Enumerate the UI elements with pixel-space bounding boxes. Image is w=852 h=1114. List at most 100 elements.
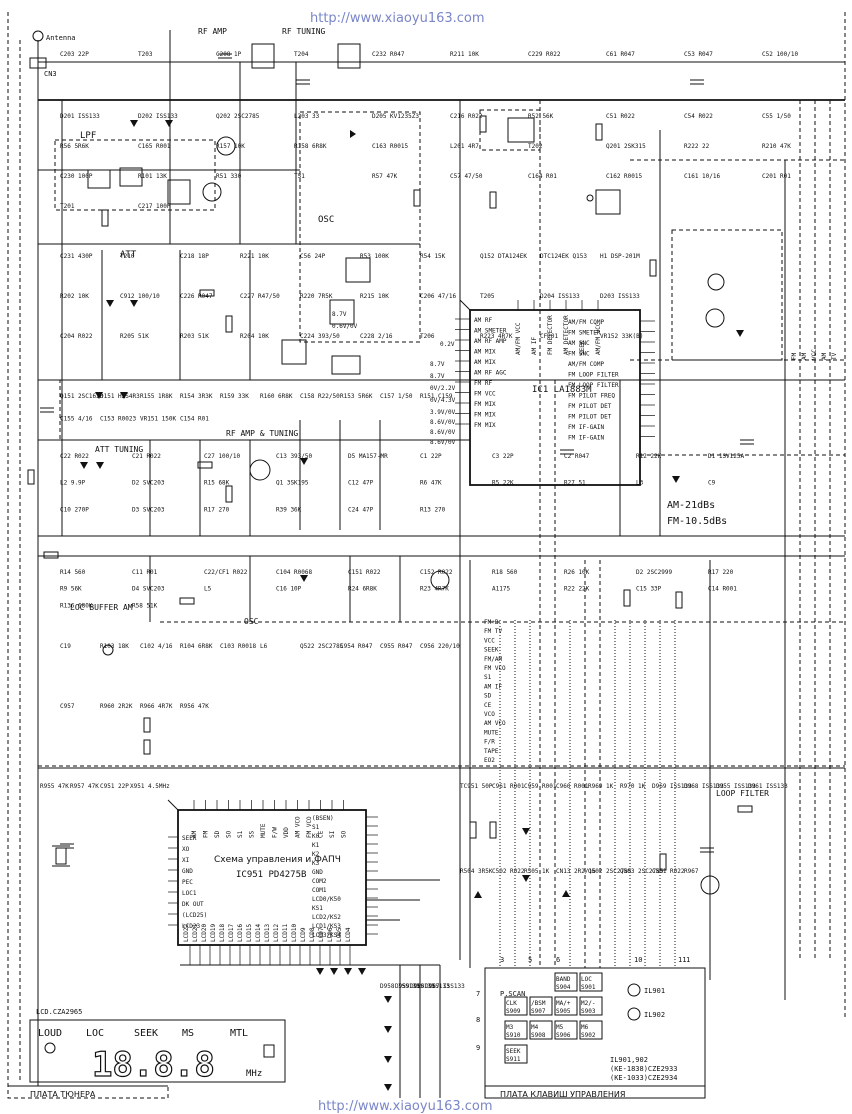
board-frames: [7, 12, 846, 1099]
component-label: R56 5R6K: [60, 143, 89, 150]
key-pin-number: 7: [476, 990, 480, 998]
ic951-bottom-pin: LCD16: [237, 924, 244, 942]
component-label: T202: [528, 143, 543, 150]
sub-blocks: [54, 109, 783, 441]
component-label: C163 R0015: [372, 143, 409, 150]
component-label: R210 47K: [762, 143, 791, 150]
component-label: C3 22P: [492, 453, 514, 460]
ic951-bottom-pin: LCD14: [255, 924, 262, 942]
ic1-left-pin: AM MIX: [474, 349, 496, 356]
osc-mid-label: OSC: [244, 617, 259, 626]
component-label: C206 47/16: [420, 293, 457, 300]
component-label: C151 R022: [348, 569, 381, 576]
component-label: C54 R022: [684, 113, 713, 120]
component-label: D3 SVC203: [132, 506, 165, 513]
ic951-right-pin: LCD1/KS3: [312, 923, 341, 930]
component-label: D2 2SC2999: [636, 569, 673, 576]
component-label: D961 ISS133: [748, 783, 788, 790]
key-switch-grid: BANDS904LOCS901CLKS909/BSMS907MA/+S905M2…: [504, 972, 603, 1064]
component-label: L3: [636, 480, 644, 487]
key-switch-ref: S906: [556, 1032, 571, 1039]
component-label: C912 100/10: [120, 293, 160, 300]
key-switch-label: M2/-: [581, 1000, 595, 1007]
component-label: C954 R047: [340, 643, 373, 650]
lamp-note-1: (KE-1838)CZE2933: [610, 1065, 677, 1073]
ic1-am-gain: AM-21dBs: [667, 500, 715, 511]
component-label: C231 430P: [60, 253, 93, 260]
component-label: R101 13K: [138, 173, 167, 180]
key-switch-label: /BSM: [531, 1000, 546, 1007]
component-label: R504 3R5K: [460, 868, 493, 875]
right-edge-label: AM: [801, 352, 808, 360]
ic951-bottom-pin: LCD17: [228, 924, 235, 942]
component-label: L203 33: [294, 113, 320, 120]
antenna-symbol: [29, 30, 47, 69]
component-label: R160 6R8K: [260, 393, 293, 400]
ic1-top-pin: SEEK: [579, 340, 586, 355]
ic951-bottom-pin: LCD6: [327, 927, 334, 942]
component-label: C228 2/16: [360, 333, 393, 340]
ic1-voltage: 0V/4.3V: [430, 397, 456, 404]
ic951-bottom-pin: LCD22: [183, 924, 190, 942]
ic951-right-pin: K0: [312, 833, 320, 840]
component-label: C224 393/50: [300, 333, 340, 340]
key-switch-label: MA/+: [556, 1000, 571, 1007]
component-label: C957: [60, 703, 75, 710]
key-switch: [504, 996, 528, 1016]
ic951-top-pin: F/W: [272, 827, 279, 838]
bus-label: AM IF: [484, 683, 502, 690]
component-label: C10 270P: [60, 506, 89, 513]
component-label: C155 4/16: [60, 416, 93, 423]
lamp-label: IL902: [644, 1011, 665, 1019]
ic1-right-pin: FM SNC: [568, 351, 590, 358]
component-label: R14 560: [60, 569, 86, 576]
key-switch: [504, 1044, 528, 1064]
component-label: R151 C159: [420, 393, 453, 400]
antenna-label: Antenna: [46, 34, 76, 42]
key-switch-ref: S902: [581, 1032, 596, 1039]
bus-label: SEEK: [484, 647, 499, 654]
ic951-right-pin: K3: [312, 860, 320, 867]
component-label: C204 R022: [60, 333, 93, 340]
key-switch-label: M3: [506, 1024, 514, 1031]
component-label: R27 51: [564, 480, 586, 487]
ic1-block: [459, 299, 641, 486]
component-label: R966 4R7K: [140, 703, 173, 710]
component-label: C24 47P: [348, 506, 374, 513]
component-label: C61 R047: [606, 51, 635, 58]
component-label: C157 1/50: [380, 393, 413, 400]
component-label: H1 DSP-201M: [600, 253, 640, 260]
att-tuning-label: ATT TUNING: [95, 445, 143, 454]
component-label: D151 HZS4R3: [100, 393, 140, 400]
component-label: R15 68K: [204, 480, 230, 487]
component-label: R54 15K: [420, 253, 446, 260]
bus-label: FM+B: [484, 619, 499, 626]
component-label: C152 R022: [420, 569, 453, 576]
ic951-bottom-pin: LCD18: [219, 924, 226, 942]
ic951-bottom-pin: LCD21: [192, 924, 199, 942]
component-label: C21 R022: [132, 453, 161, 460]
component-label: D4 SVC203: [132, 586, 165, 593]
component-label: R51 330: [216, 173, 242, 180]
component-label: R18 560: [492, 569, 518, 576]
component-label: R220 7R5K: [300, 293, 333, 300]
ic951-top-pin: AM: [191, 830, 198, 838]
ic951-right-pin: K1: [312, 842, 320, 849]
component-label: C55 1/50: [762, 113, 791, 120]
cn3-label: CN3: [44, 70, 57, 78]
component-label: D959 ISS133: [395, 983, 435, 990]
ic951-top-pin: FM: [203, 830, 210, 838]
rf-amp-label: RF AMP: [198, 27, 227, 36]
component-label: C52 100/10: [762, 51, 799, 58]
bus-label: FM/AM: [484, 656, 502, 663]
ic951-bottom-pin: LCD12: [273, 924, 280, 942]
component-label: R158 6R8K: [294, 143, 327, 150]
component-label: C27 100/10: [204, 453, 241, 460]
ic951-bottom-pin: LCD4: [345, 927, 352, 942]
lamp-note-2: (KE-1033)CZE2934: [610, 1074, 677, 1082]
osc-top-label: OSC: [318, 215, 334, 225]
ic951-right-pin: LCD0/K50: [312, 896, 341, 903]
